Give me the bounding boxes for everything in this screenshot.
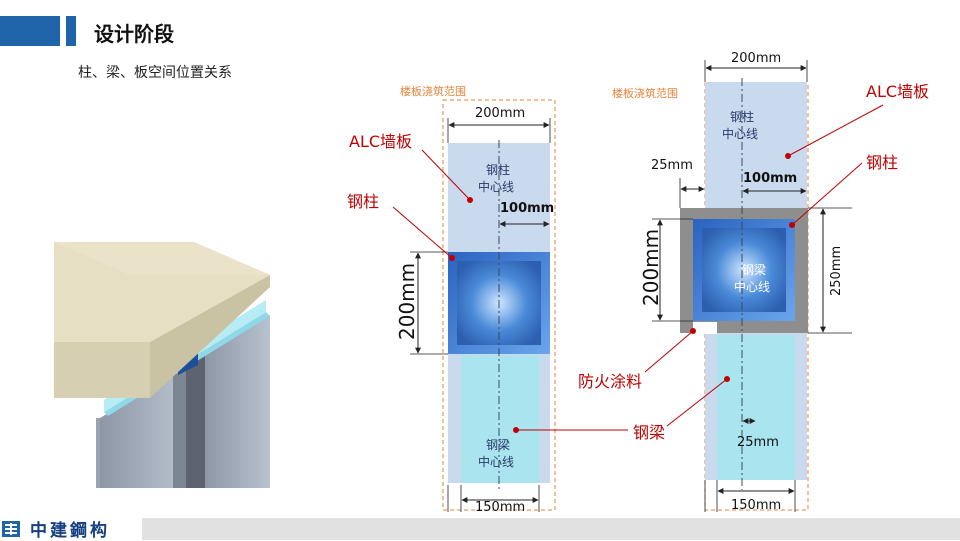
fireproof-coating-notch [693,322,717,334]
dim-wall-width-text-r: 200mm [731,51,781,66]
page-subtitle: 柱、梁、板空间位置关系 [78,65,232,81]
callout-steel-column-r: 钢柱 [866,153,898,172]
wall-panel-right [205,315,270,488]
page-title: 设计阶段 [94,22,174,46]
steel-column-3d [185,355,205,488]
header-accent-bar [0,16,60,46]
callout-fireproof-leader [644,330,694,373]
callout-alc-wall-dot [467,197,473,203]
floor-slab-top-face [54,242,270,275]
isometric-sketch [54,242,270,488]
callout-alc-wall: ALC墙板 [349,132,412,151]
floor-slab-front [54,342,150,398]
callout-steel-column-dot-r [789,222,795,228]
callout-steel-column-leader [392,206,453,259]
steel-beam [461,355,539,483]
beam-centerline-label-1: 钢梁 [486,437,510,452]
slab-pour-range-label-r: 楼板浇筑范围 [612,86,678,100]
right-detail: 楼板浇筑范围 钢柱 中心线 钢梁 中心线 200mm 25mm 100mm 20… [513,51,929,513]
dim-column-outer-text: 250mm [829,246,844,296]
column-centerline-label-r2: 中心线 [722,126,758,141]
column-centerline-label-2: 中心线 [478,179,514,194]
dim-wall-width-text: 200mm [475,106,525,121]
callout-fireproof: 防火涂料 [578,372,642,391]
callout-steel-beam-leader-r [666,378,728,427]
dim-column-text-r: 200mm [639,229,663,306]
column-centerline-label-1: 钢柱 [486,162,510,177]
callout-steel-beam-dot-r [724,376,730,382]
wall-panel-left [96,418,100,488]
callout-steel-beam-dot-l [513,427,519,433]
beam-centerline-label-r2: 中心线 [734,279,770,294]
callout-steel-column-leader-r [791,162,863,226]
callout-fireproof-dot [690,328,696,334]
dim-column-text: 200mm [395,263,419,340]
column-centerline-label-r1: 钢柱 [730,109,754,124]
callout-alc-wall-r: ALC墙板 [866,82,929,101]
dim-beam-width-text: 150mm [475,500,525,515]
steel-column-3d-face [173,364,186,488]
left-detail: 楼板浇筑范围 钢柱 中心线 钢梁 中心线 200mm 100mm 200mm 1… [347,84,556,515]
callout-alc-wall-leader-r [787,104,884,157]
wall-panel-front [100,368,185,488]
footer-brand: 中建鋼构 [30,521,110,541]
dim-offset-text: 100mm [500,201,554,216]
dim-offset-text-r: 100mm [743,171,797,186]
footer-band [142,518,960,540]
company-logo-icon [2,521,20,537]
dim-coating-text: 25mm [651,158,693,173]
steel-column-core-r [702,228,786,312]
slab-pour-range-label: 楼板浇筑范围 [400,84,466,98]
header-accent-marker [66,16,76,46]
callout-steel-beam: 钢梁 [633,423,665,442]
beam-centerline-label-r1: 钢梁 [742,262,766,277]
callout-steel-column: 钢柱 [347,192,379,211]
callout-alc-wall-leader [421,149,471,201]
callout-steel-column-dot [449,255,455,261]
slab-pour-range-outline [442,99,556,511]
dim-beam-width-text-r: 150mm [731,498,781,513]
steel-beam-r [717,335,795,480]
dim-beam-offset-text: 25mm [737,435,779,450]
beam-centerline-label-2: 中心线 [478,454,514,469]
callout-alc-wall-dot-r [785,153,791,159]
